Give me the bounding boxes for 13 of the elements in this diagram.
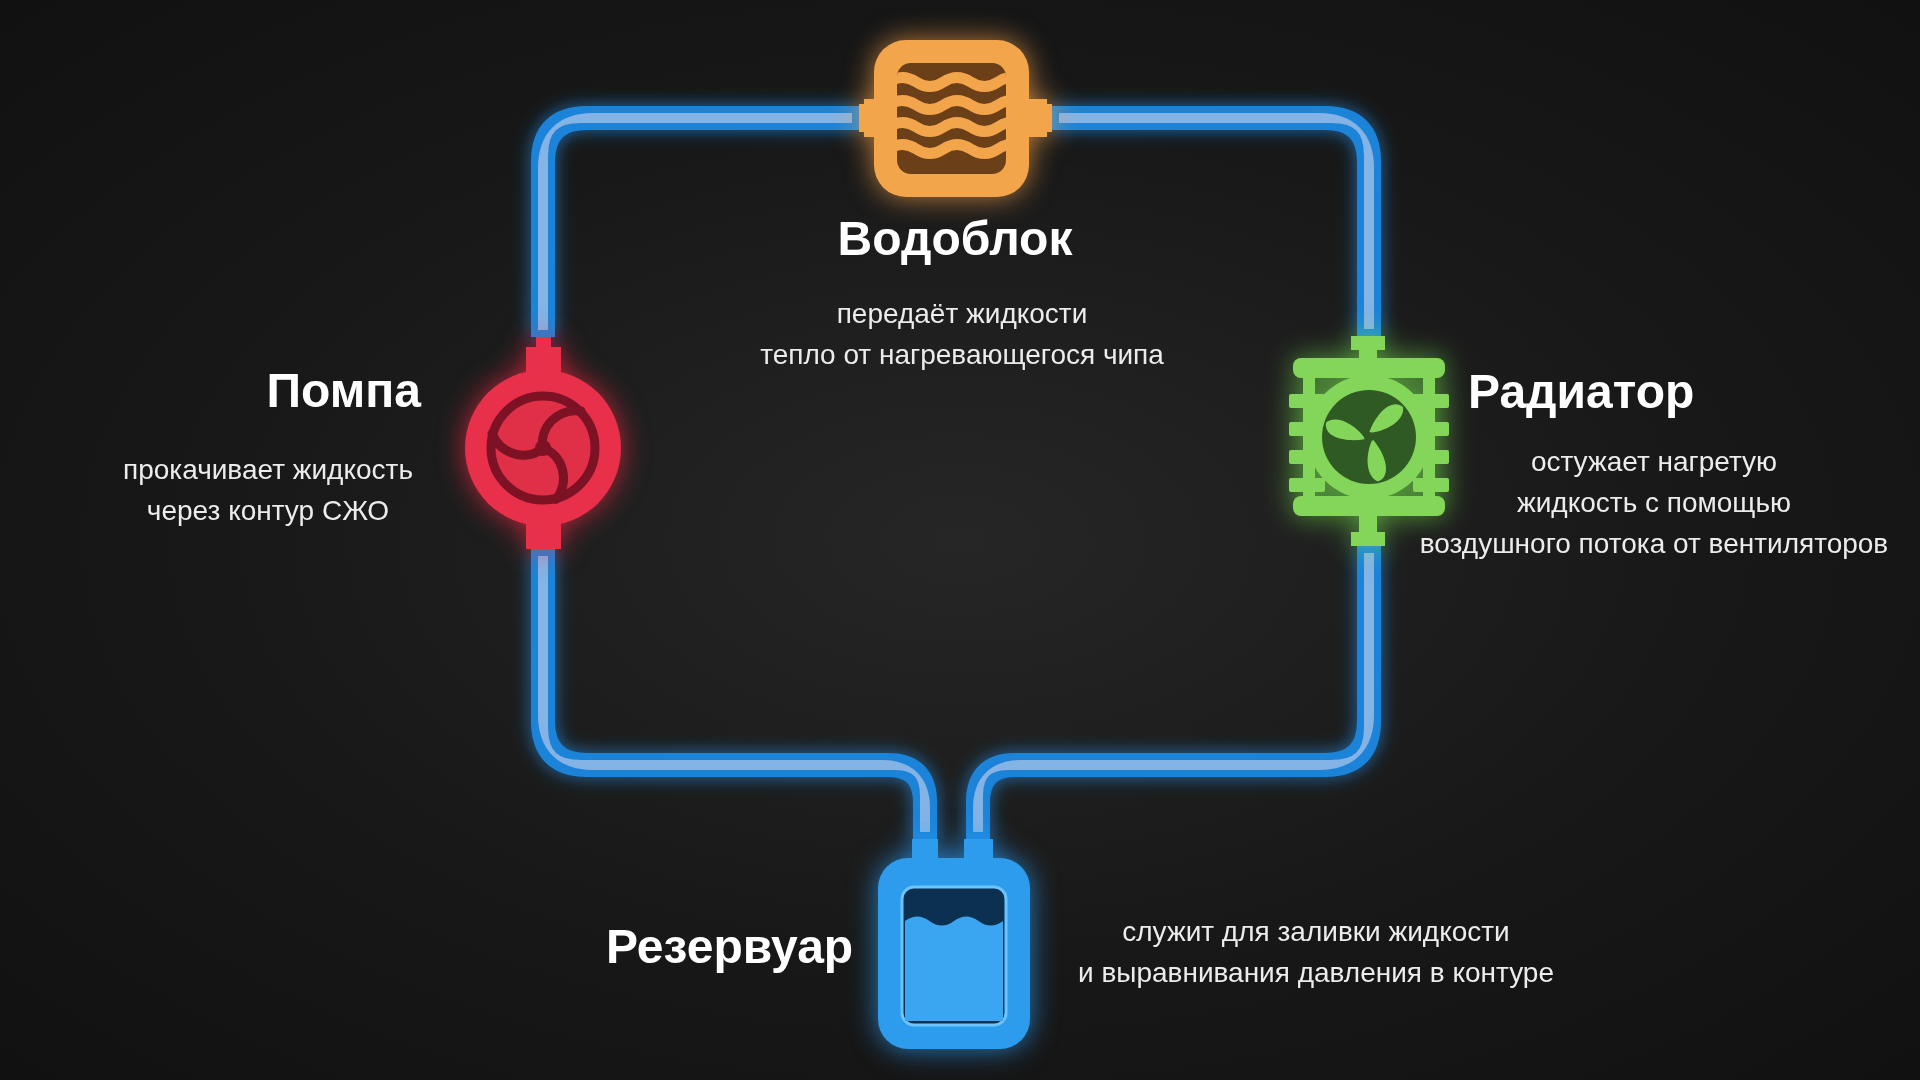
component-description: служит для заливки жидкости и выравнивания давления в контуре	[1078, 915, 1554, 990]
pipe	[531, 106, 859, 337]
component-title: Помпа	[266, 367, 421, 415]
component-description: остужает нагретую жидкость с помощью воздушного потока от вентиляторов	[1419, 445, 1889, 561]
reservoir-icon	[878, 839, 1030, 1049]
water-block-icon	[859, 40, 1052, 197]
component-title: Водоблок	[837, 215, 1073, 263]
pump-icon	[465, 337, 621, 549]
component-description: прокачивает жидкость через контур СЖО	[123, 453, 413, 528]
component-description: передаёт жидкости тепло от нагревающегося чипа	[760, 297, 1164, 372]
pipe	[1052, 106, 1381, 336]
component-title: Резервуар	[606, 923, 854, 971]
component-title: Радиатор	[1468, 368, 1695, 416]
